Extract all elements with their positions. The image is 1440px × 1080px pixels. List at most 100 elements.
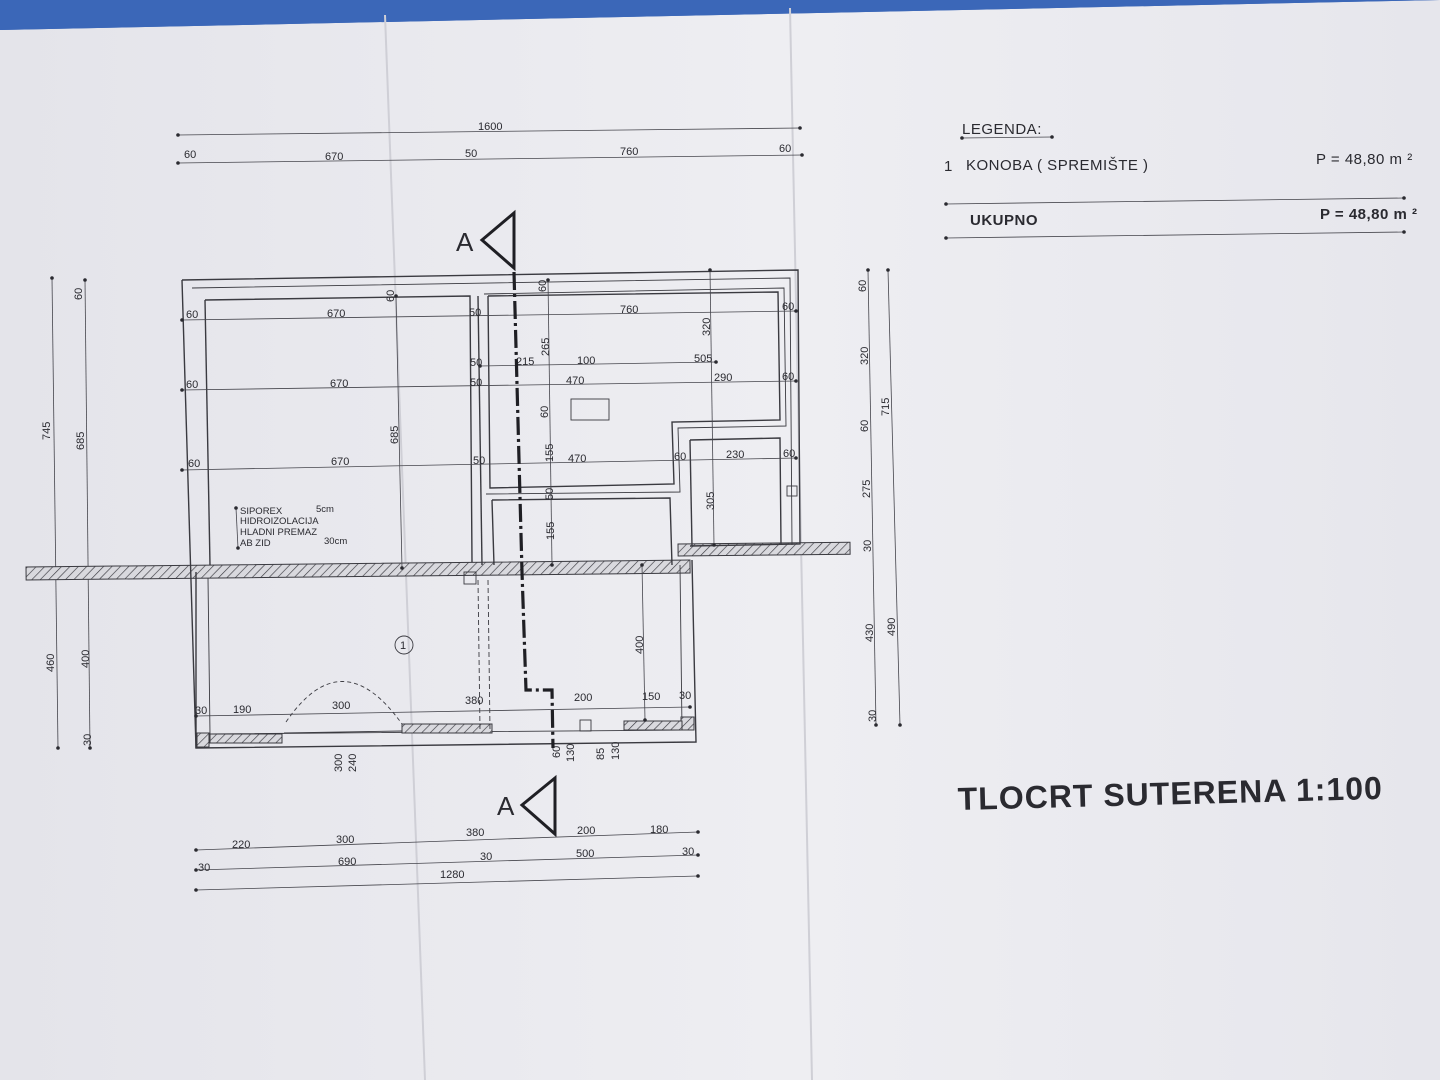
skylight-opening xyxy=(570,398,610,421)
dimension-tick xyxy=(83,278,87,282)
wall-upper-inner xyxy=(191,277,793,546)
wall-lower-segment-3 xyxy=(623,720,683,731)
dim-int-60h: 60 xyxy=(539,406,551,418)
dim-low-150: 150 xyxy=(642,691,660,703)
wall-layer-2: HIDROIZOLACIJA xyxy=(240,516,319,527)
legend-heading-underline xyxy=(961,136,1053,139)
dim-line-left-inner xyxy=(84,279,91,749)
dimension-tick xyxy=(550,563,554,567)
wall-layer-1-size: 5cm xyxy=(316,504,334,515)
dimension-tick xyxy=(180,388,184,392)
dim-int-60j: 60 xyxy=(537,280,549,292)
interior-dimension-lines xyxy=(181,269,797,721)
dim-line-left-outer xyxy=(51,277,59,749)
dim-int-230: 230 xyxy=(726,449,744,461)
dim-right-60a: 60 xyxy=(857,280,869,292)
dim-int-60c: 60 xyxy=(186,379,198,391)
dim-int-670c: 670 xyxy=(331,456,349,468)
dimension-tick xyxy=(180,318,184,322)
dim-int-50d: 50 xyxy=(473,455,485,467)
dim-line-int-v2 xyxy=(547,279,553,566)
dimension-tick xyxy=(874,723,878,727)
dimension-tick xyxy=(56,746,60,750)
dimension-tick xyxy=(640,563,644,567)
dimension-tick xyxy=(800,153,804,157)
hidden-line-a xyxy=(477,579,481,731)
dim-int-265: 265 xyxy=(540,338,552,356)
dim-int-685: 685 xyxy=(389,426,401,444)
room-number-circle xyxy=(394,635,414,655)
dim-int-305: 305 xyxy=(705,492,717,510)
dim-int-505: 505 xyxy=(694,353,712,365)
dim-right-490: 490 xyxy=(886,618,898,636)
right-dimensions: 60 320 715 60 275 30 430 490 30 xyxy=(857,269,901,726)
dim-right-30a: 30 xyxy=(862,540,874,552)
dim-low-400: 400 xyxy=(634,636,646,654)
dimension-tick xyxy=(194,888,198,892)
dim-bot-690: 690 xyxy=(338,856,356,868)
legend-rule-1 xyxy=(945,197,1405,205)
dimension-tick xyxy=(696,853,700,857)
dim-int-760: 760 xyxy=(620,304,638,316)
dimension-tick xyxy=(394,294,398,298)
wall-upper-outer xyxy=(181,269,801,547)
dim-line-top-chain xyxy=(177,154,803,164)
dimension-tick xyxy=(478,364,482,368)
dimension-tick xyxy=(194,714,198,718)
dim-int-60b: 60 xyxy=(782,301,794,313)
dim-line-int-4 xyxy=(479,361,717,367)
dim-line-right-a xyxy=(867,269,877,726)
door-threshold xyxy=(283,730,403,734)
wall-lower-corner-right xyxy=(680,716,695,731)
wall-stair-west xyxy=(689,439,693,547)
dimension-tick xyxy=(708,268,712,272)
section-cut-line xyxy=(512,271,555,749)
dimension-tick xyxy=(898,723,902,727)
dim-int-50c: 50 xyxy=(470,377,482,389)
ground-line-left xyxy=(25,559,691,581)
dim-open-130b: 130 xyxy=(610,742,622,760)
dim-int-470b: 470 xyxy=(568,453,586,465)
dim-low-30b: 30 xyxy=(679,690,691,702)
dim-right-320: 320 xyxy=(859,347,871,365)
wall-stair-block xyxy=(689,437,782,546)
dim-line-int-2 xyxy=(181,380,797,391)
dim-line-bottom-1 xyxy=(195,831,699,851)
dim-int-670a: 670 xyxy=(327,308,345,320)
paper-top-strip xyxy=(0,0,1440,30)
dim-int-155a: 155 xyxy=(544,444,556,462)
dim-right-430: 430 xyxy=(864,624,876,642)
legend-total-area: P = 48,80 m ² xyxy=(1320,206,1418,223)
dimension-tick xyxy=(1050,135,1054,139)
wall-layer-4-size: 30cm xyxy=(324,536,347,547)
dim-open-240: 240 xyxy=(347,754,359,772)
dim-left-460: 460 xyxy=(45,654,57,672)
dim-int-60f: 60 xyxy=(674,451,686,463)
dim-int-155b: 155 xyxy=(545,522,557,540)
dim-bot-220: 220 xyxy=(232,839,250,851)
dimension-tick xyxy=(794,309,798,313)
dim-bot-180: 180 xyxy=(650,824,668,836)
dim-int-60i: 60 xyxy=(385,290,397,302)
dim-bot-1280: 1280 xyxy=(440,869,464,881)
wall-partition-a xyxy=(477,295,483,566)
dim-bot-300: 300 xyxy=(336,834,354,846)
wall-layers-leader xyxy=(235,507,239,549)
dimension-tick xyxy=(794,379,798,383)
dim-line-bottom-2 xyxy=(195,854,699,871)
dim-left-30b: 30 xyxy=(82,734,94,746)
dim-int-100: 100 xyxy=(577,355,595,367)
dim-bot-30c: 30 xyxy=(682,846,694,858)
dimension-tick xyxy=(234,506,238,510)
dim-left-745: 745 xyxy=(41,422,53,440)
dimension-tick xyxy=(1402,230,1406,234)
hidden-line-b xyxy=(487,579,491,731)
dim-open-85: 85 xyxy=(595,748,607,760)
dim-int-320: 320 xyxy=(701,318,713,336)
dim-line-int-3 xyxy=(181,457,797,471)
dim-int-670b: 670 xyxy=(330,378,348,390)
wall-corridor-west xyxy=(491,499,495,566)
wall-lower-segment-1 xyxy=(209,733,283,744)
